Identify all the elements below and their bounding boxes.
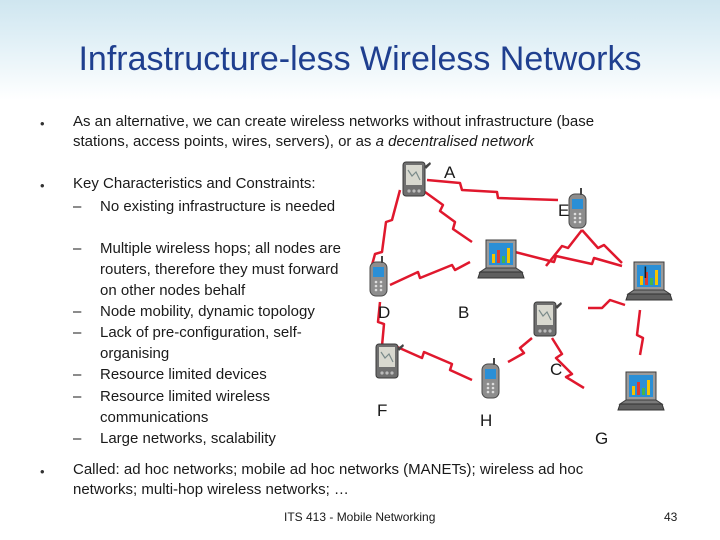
- node-e-label: E: [558, 201, 569, 220]
- sub-item: – Node mobility, dynamic topology: [73, 301, 343, 322]
- pda-icon: [375, 343, 405, 379]
- bullet-1-line-2: stations, access points, wires, servers)…: [73, 132, 534, 152]
- link-b-i: [514, 250, 623, 268]
- sub-item-text: No existing infrastructure is needed: [100, 198, 336, 215]
- laptop-icon: [477, 239, 525, 279]
- dash-marker: –: [73, 303, 82, 320]
- node-f: F: [375, 343, 405, 420]
- dash-marker: –: [73, 324, 82, 341]
- link-a-e: [426, 178, 559, 202]
- link-c-h: [507, 337, 533, 364]
- node-b-label: B: [458, 303, 469, 322]
- node-h: H: [480, 357, 500, 430]
- phone-icon: [568, 187, 587, 229]
- dash-marker: –: [73, 430, 82, 447]
- sub-item: – Resource limited devices: [73, 364, 343, 385]
- node-a-label: A: [444, 163, 456, 182]
- link-d-f: [376, 301, 386, 347]
- bullet-marker: •: [40, 178, 45, 193]
- node-c-label: C: [550, 360, 562, 379]
- sub-item-text: Resource limited wireless communications: [100, 388, 271, 426]
- dash-marker: –: [73, 366, 82, 383]
- link-c-g: [550, 337, 585, 390]
- ad-hoc-network-diagram: A E I D B C F H: [369, 161, 673, 448]
- slide-title: Infrastructure-less Wireless Networks: [78, 40, 642, 78]
- dash-marker: –: [73, 388, 82, 405]
- phone-icon: [481, 357, 500, 399]
- laptop-icon: [617, 371, 665, 411]
- sub-item-text: Resource limited devices: [100, 366, 267, 383]
- link-e-c: [545, 229, 583, 267]
- node-a: A: [402, 161, 456, 197]
- node-d-label: D: [378, 303, 390, 322]
- bullet-3-line-2: networks; multi-hop wireless networks; …: [73, 481, 349, 498]
- dash-marker: –: [73, 198, 82, 215]
- node-b: B: [458, 239, 525, 322]
- link-f-h: [394, 344, 473, 382]
- bullet-3-line-1: Called: ad hoc networks; mobile ad hoc n…: [73, 461, 584, 478]
- bullet-2-heading: Key Characteristics and Constraints:: [73, 175, 316, 192]
- link-e-i: [581, 229, 623, 264]
- node-e: E: [558, 187, 587, 229]
- wireless-links: [370, 178, 645, 390]
- bullet-1-italic-text: a decentralised network: [375, 133, 535, 150]
- sub-item: – Resource limited wireless communicatio…: [73, 386, 343, 428]
- node-i: I: [625, 261, 673, 301]
- sub-item: – No existing infrastructure is needed: [73, 196, 343, 217]
- link-i-c: [588, 298, 626, 310]
- link-a-b: [424, 190, 473, 244]
- sub-item-text: Lack of pre-configuration, self-organisi…: [100, 324, 302, 362]
- dash-marker: –: [73, 240, 82, 257]
- node-g-label: G: [595, 429, 608, 448]
- pda-icon: [402, 161, 432, 197]
- link-a-d: [370, 189, 402, 266]
- sub-item-text: Multiple wireless hops; all nodes are ro…: [100, 240, 341, 299]
- node-i-label: I: [643, 263, 648, 282]
- header-background: [0, 0, 720, 100]
- sub-item: – Multiple wireless hops; all nodes are …: [73, 238, 343, 301]
- node-c: C: [533, 301, 563, 379]
- sub-item-text: Node mobility, dynamic topology: [100, 303, 315, 320]
- node-f-label: F: [377, 401, 387, 420]
- bullet-1-line-1: As an alternative, we can create wireles…: [73, 113, 595, 130]
- bullet-marker: •: [40, 116, 45, 131]
- bullet-1-line-2-text: stations, access points, wires, servers)…: [73, 133, 376, 150]
- pda-icon: [533, 301, 563, 337]
- page-number: 43: [664, 510, 678, 524]
- sub-item: – Lack of pre-configuration, self-organi…: [73, 322, 343, 364]
- node-h-label: H: [480, 411, 492, 430]
- link-d-b: [389, 260, 471, 287]
- sub-item: – Large networks, scalability: [73, 428, 343, 449]
- footer-course: ITS 413 - Mobile Networking: [284, 510, 436, 524]
- node-d: D: [369, 255, 390, 322]
- laptop-icon: [625, 261, 673, 301]
- link-i-g: [635, 309, 645, 356]
- node-g: G: [595, 371, 665, 448]
- sub-item-text: Large networks, scalability: [100, 430, 276, 447]
- bullet-marker: •: [40, 464, 45, 479]
